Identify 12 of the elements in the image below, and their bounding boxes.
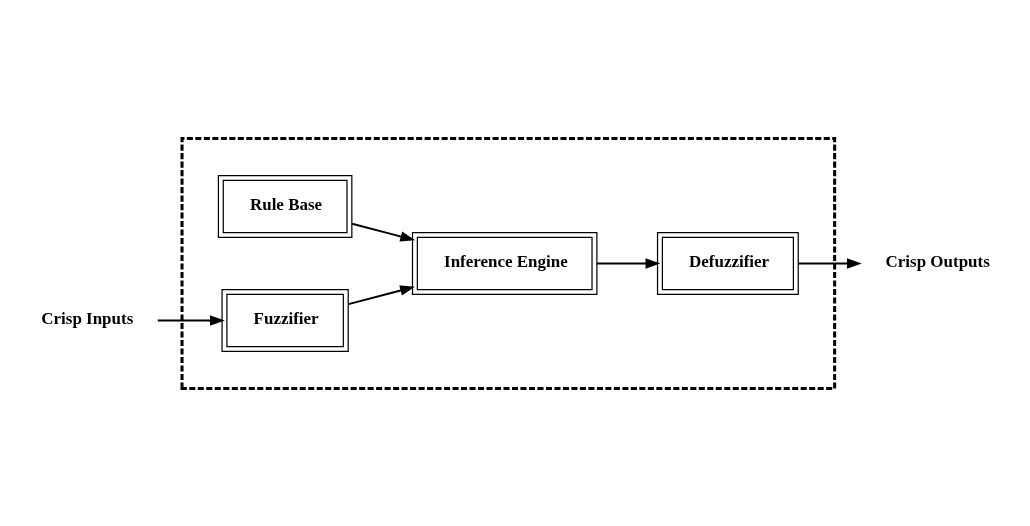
node-text: Crisp Outputs <box>885 251 990 271</box>
cluster <box>180 136 837 390</box>
node-text: Crisp Inputs <box>41 308 134 328</box>
node-box: Defuzzifier <box>656 231 799 295</box>
arrow <box>347 285 415 305</box>
node-box: Inference Engine <box>411 231 598 295</box>
arrow <box>797 257 862 269</box>
arrow <box>596 257 661 269</box>
node-box: Fuzzifier <box>221 288 349 352</box>
arrow <box>351 222 416 242</box>
arrow <box>156 314 225 326</box>
node-box: Rule Base <box>217 174 353 238</box>
